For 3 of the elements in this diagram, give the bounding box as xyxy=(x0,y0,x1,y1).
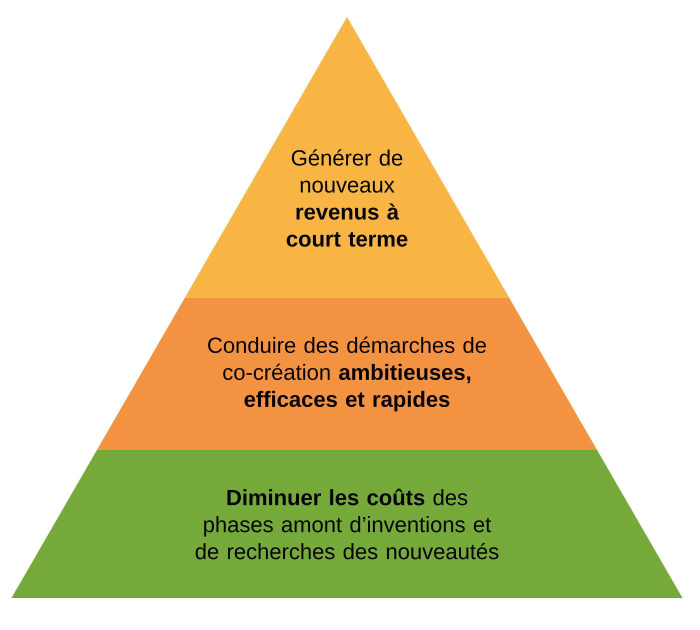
pyramid-tier: Diminuer les coûts des phases amont d’inventions et de recherches des nouveautés xyxy=(12,450,682,598)
pyramid-tier: Conduire des démarches de co-création ambitieuses, efficaces et rapides xyxy=(96,298,598,450)
pyramid-tier: Générer de nouveaux revenus à court terme xyxy=(184,17,510,298)
